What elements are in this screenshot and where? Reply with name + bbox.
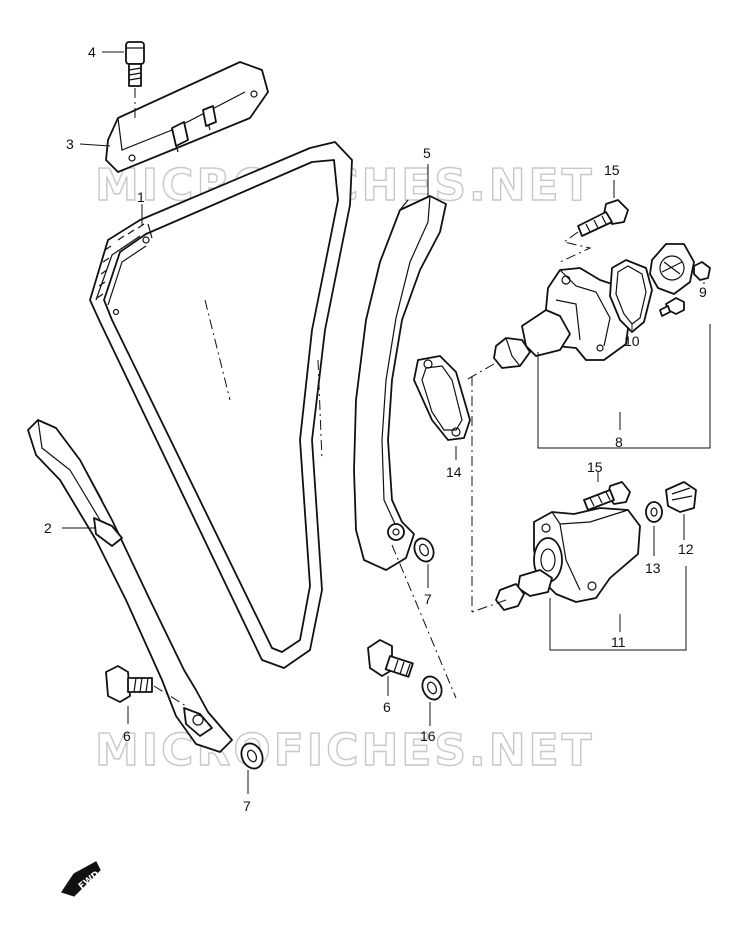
part-7-washer-right <box>413 537 435 563</box>
callout-16: 16 <box>420 728 436 744</box>
leader-dash-11 <box>471 599 507 613</box>
callout-labels: 4 3 1 5 2 6 7 7 6 16 15 9 10 8 14 15 12 … <box>44 44 707 814</box>
part-9-cap <box>649 243 711 317</box>
callout-6-right: 6 <box>383 699 391 715</box>
leader-lines <box>62 51 711 794</box>
part-6-bolt-left <box>105 665 187 707</box>
part-6-bolt-right <box>367 639 414 678</box>
callout-10: 10 <box>624 333 640 349</box>
callout-11: 11 <box>611 634 626 650</box>
callout-7-right: 7 <box>424 591 432 607</box>
callout-4: 4 <box>88 44 96 60</box>
part-2-rear-guide <box>27 419 233 753</box>
part-15-bolt-upper <box>559 199 629 263</box>
part-16-washer <box>421 675 443 701</box>
part-15-bolt-lower <box>583 481 631 511</box>
callout-7-left: 7 <box>243 798 251 814</box>
callout-3: 3 <box>66 136 74 152</box>
part-1-cam-chain <box>89 141 353 669</box>
callout-15-lower: 15 <box>587 459 603 475</box>
callout-5: 5 <box>423 145 431 161</box>
part-14-gasket <box>413 355 471 441</box>
part-11-tensioner-lower <box>495 507 641 611</box>
callout-14: 14 <box>446 464 462 480</box>
callout-9: 9 <box>699 284 707 300</box>
part-13-washer <box>645 501 663 523</box>
part-3-cover-plate <box>105 61 269 173</box>
part-4-bolt <box>125 41 145 120</box>
part-7-washer-left <box>240 742 264 770</box>
callout-8: 8 <box>615 434 623 450</box>
callout-12: 12 <box>678 541 694 557</box>
part-10-gasket <box>609 259 653 333</box>
callout-15-upper: 15 <box>604 162 620 178</box>
callout-13: 13 <box>645 560 661 576</box>
part-5-tensioner-guide <box>353 195 457 699</box>
fwd-arrow-icon: FWD <box>61 861 102 897</box>
callout-1: 1 <box>137 189 145 205</box>
watermark-bottom: MICROFICHES.NET <box>95 725 595 776</box>
callout-2: 2 <box>44 520 52 536</box>
callout-6-left: 6 <box>123 728 131 744</box>
part-8-tensioner-upper <box>465 267 631 381</box>
part-12-cap-bolt <box>665 481 697 513</box>
